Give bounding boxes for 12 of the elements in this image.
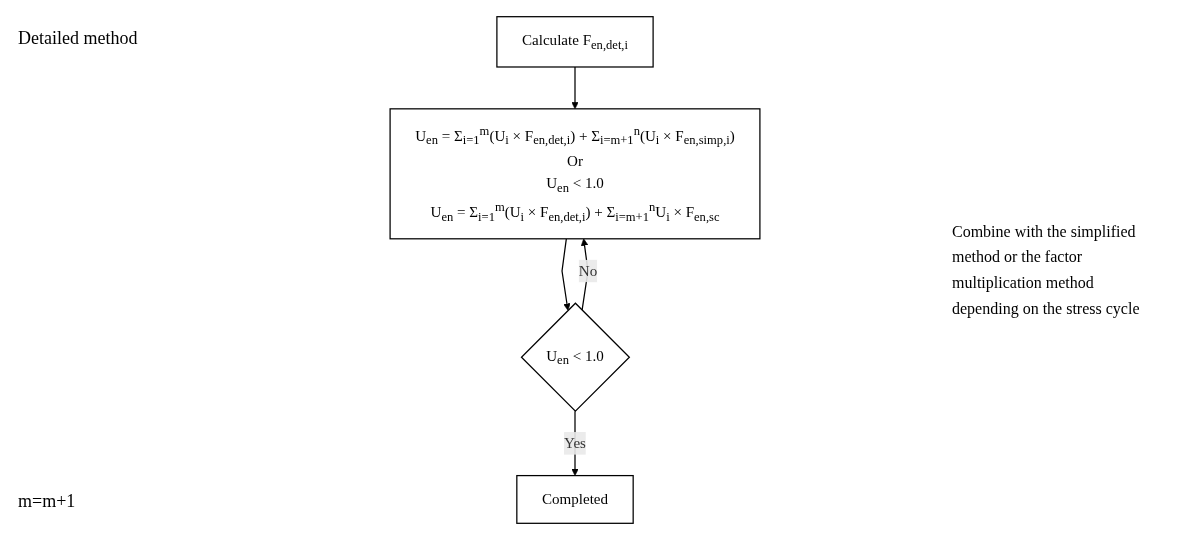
arrow [571,66,579,110]
note-text: Combine with the simplified method or the factor multiplication method depending on the stress cycle [952,221,1141,320]
arrow [561,238,571,311]
node-diamond: U$_{en}$ < 1.0 [520,302,631,413]
node-box: U$_{en}$ = Σ$_{i=1}$$^{m}$(U$_{i}$ × F$_{en,det,i}$) + Σ$_{i=m+1}$$^{n}$(U$_{i}$ × F$_{en,simp,i}$) Or U$_{en}$ < 1.0 U$_{en}$ = Σ$_{i=1}$$^{m}$(U$_{i}$ × F$_{en,det,i}$) + Σ$_{i=m+1}$$^{n}$U$_{i}$ × F$_{en,sc}$ [389,108,761,240]
node-box: Calculate F$_{en,det,i}$ [496,16,654,68]
node-box: Completed [516,474,634,524]
edge-label: No [578,262,598,279]
edge-label: Yes [564,434,586,452]
arrow [571,410,579,476]
diagram-title: Detailed method [18,28,139,49]
note-text: m=m+1 [18,491,77,512]
